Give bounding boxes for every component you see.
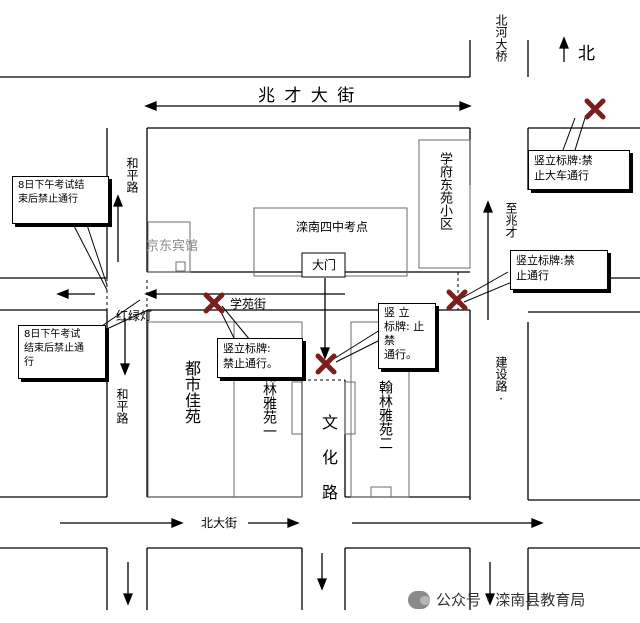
- beida-street-label: 北大街: [201, 516, 238, 530]
- wechat-icon: [408, 590, 430, 609]
- watermark-text: 公众号 · 滦南县教育局: [436, 591, 586, 609]
- heping-road-north-label: 和平路: [125, 157, 139, 193]
- heping-road-south-label: 和平路: [115, 388, 129, 424]
- sign-wenhua: 竖 立 标牌: 止 禁 通行。: [378, 303, 436, 369]
- watermark: 公众号 · 滦南县教育局: [408, 589, 585, 610]
- xueyuan-street-label: 学苑街: [230, 297, 267, 311]
- hanlin-yayuan-2-label: 翰林雅苑二: [377, 380, 393, 450]
- jianshe-road-label: 建设路·: [494, 356, 508, 406]
- notice-exam-close-top: 8日下午考试结 束后禁止通行: [12, 176, 109, 224]
- cross-mark-icon: [203, 292, 225, 314]
- exam-site-label: 滦南四中考点: [296, 220, 369, 234]
- wenhua-road-label: 文 化 路: [319, 414, 338, 500]
- north-label: 北: [578, 44, 595, 64]
- sign-xueyuan: 竖立标牌: 禁止通行。: [217, 338, 303, 378]
- cross-mark-icon: [315, 353, 337, 375]
- cross-mark-icon: [446, 289, 468, 311]
- xuefu-community-label: 学府东苑小区: [437, 152, 452, 230]
- hanlin-yayuan-1-label: 翰林雅苑一: [261, 368, 277, 438]
- sign-big-vehicles: 竖立标牌:禁 止大车通行: [528, 150, 630, 190]
- sign-east: 竖立标牌:禁 止通行: [510, 250, 608, 290]
- zhizhaocai-label: 至兆才: [504, 202, 518, 238]
- dushi-jiayuan-label: 都市佳苑: [182, 360, 201, 424]
- zhaocai-street-label: 兆 才 大 街: [258, 86, 357, 106]
- hotel-label: 京东宾馆: [146, 239, 199, 254]
- notice-exam-close-bottom: 8日下午考试 结束后禁止通 行: [18, 325, 106, 379]
- gate-label: 大门: [312, 258, 337, 272]
- beihe-bridge-label: 北河大桥: [494, 14, 508, 62]
- traffic-light-label: 红绿灯: [116, 309, 153, 323]
- cross-mark-icon: [584, 98, 606, 120]
